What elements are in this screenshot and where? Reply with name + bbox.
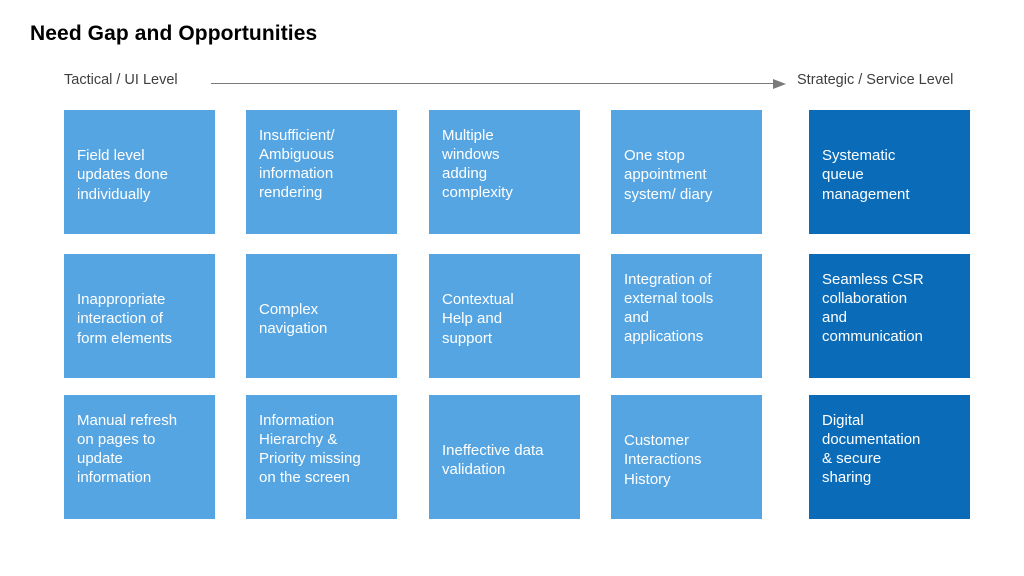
opportunity-card[interactable]: Insufficient/ Ambiguous information rend… [246, 110, 397, 234]
opportunity-card-label: Customer Interactions History [624, 432, 702, 488]
opportunity-card[interactable]: Seamless CSR collaboration and communica… [809, 254, 970, 378]
opportunity-card-label: Multiple windows adding complexity [442, 127, 513, 202]
opportunity-card-label: Field level updates done individually [77, 147, 168, 203]
opportunity-grid: Field level updates done individually Ins… [64, 110, 970, 520]
maturity-axis: Tactical / UI Level Strategic / Service … [0, 70, 1024, 94]
opportunity-card[interactable]: Customer Interactions History [611, 395, 762, 519]
opportunity-card-label: Manual refresh on pages to update inform… [77, 412, 178, 487]
opportunity-card[interactable]: Integration of external tools and applic… [611, 254, 762, 378]
axis-arrow-line [211, 83, 775, 84]
opportunity-card[interactable]: Field level updates done individually [64, 110, 215, 234]
opportunity-card[interactable]: Ineffective data validation [429, 395, 580, 519]
grid-row: Inappropriate interaction of form elemen… [64, 254, 970, 378]
opportunity-card[interactable]: Inappropriate interaction of form elemen… [64, 254, 215, 378]
opportunity-card-label: Seamless CSR collaboration and communica… [822, 271, 924, 346]
opportunity-card[interactable]: Digital documentation & secure sharing [809, 395, 970, 519]
axis-label-strategic: Strategic / Service Level [797, 72, 954, 88]
axis-arrow-icon [211, 79, 786, 91]
grid-row: Manual refresh on pages to update inform… [64, 395, 970, 519]
opportunity-card[interactable]: Manual refresh on pages to update inform… [64, 395, 215, 519]
opportunity-card-label: Information Hierarchy & Priority missing… [259, 412, 361, 487]
grid-row: Field level updates done individually Ins… [64, 110, 970, 234]
opportunity-card[interactable]: Complex navigation [246, 254, 397, 378]
opportunity-card-label: One stop appointment system/ diary [624, 147, 713, 203]
opportunity-card-label: Inappropriate interaction of form elemen… [77, 291, 173, 347]
opportunity-card-label: Ineffective data validation [442, 441, 544, 478]
opportunity-card-label: Insufficient/ Ambiguous information rend… [259, 127, 335, 202]
page-title: Need Gap and Opportunities [30, 22, 318, 45]
opportunity-card-label: Contextual Help and support [442, 291, 514, 347]
opportunity-card[interactable]: Systematic queue management [809, 110, 970, 234]
opportunity-card[interactable]: Contextual Help and support [429, 254, 580, 378]
opportunity-card[interactable]: Information Hierarchy & Priority missing… [246, 395, 397, 519]
opportunity-card[interactable]: One stop appointment system/ diary [611, 110, 762, 234]
opportunity-card-label: Integration of external tools and applic… [624, 271, 714, 346]
axis-arrow-head-icon [773, 79, 786, 89]
opportunity-card[interactable]: Multiple windows adding complexity [429, 110, 580, 234]
opportunity-card-label: Systematic queue management [822, 147, 910, 203]
opportunity-card-label: Complex navigation [259, 300, 328, 337]
axis-label-tactical: Tactical / UI Level [64, 72, 178, 88]
opportunity-card-label: Digital documentation & secure sharing [822, 412, 921, 487]
